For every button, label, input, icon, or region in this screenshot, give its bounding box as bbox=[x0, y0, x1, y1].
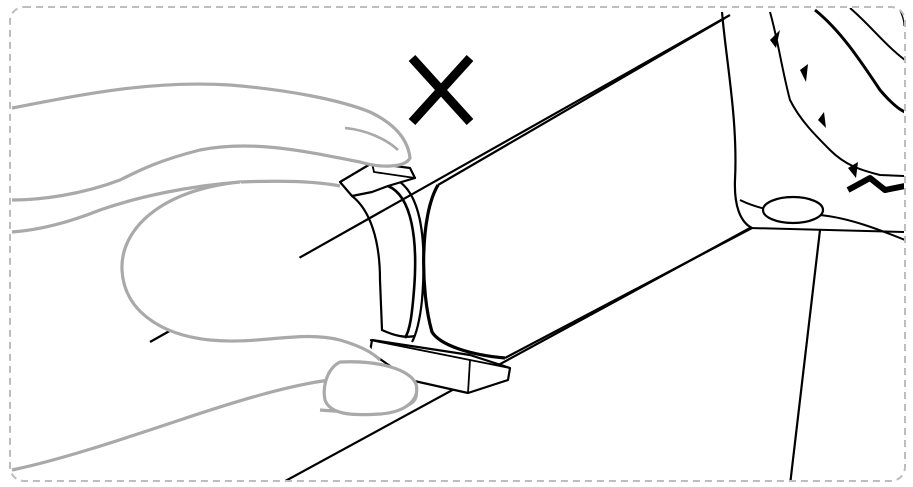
clip-icon bbox=[338, 161, 512, 395]
hub-icon bbox=[720, 8, 904, 241]
hand-icon bbox=[11, 82, 419, 472]
dashed-border bbox=[9, 6, 906, 482]
cross-mark-icon bbox=[408, 54, 474, 126]
tube-body bbox=[437, 17, 753, 359]
